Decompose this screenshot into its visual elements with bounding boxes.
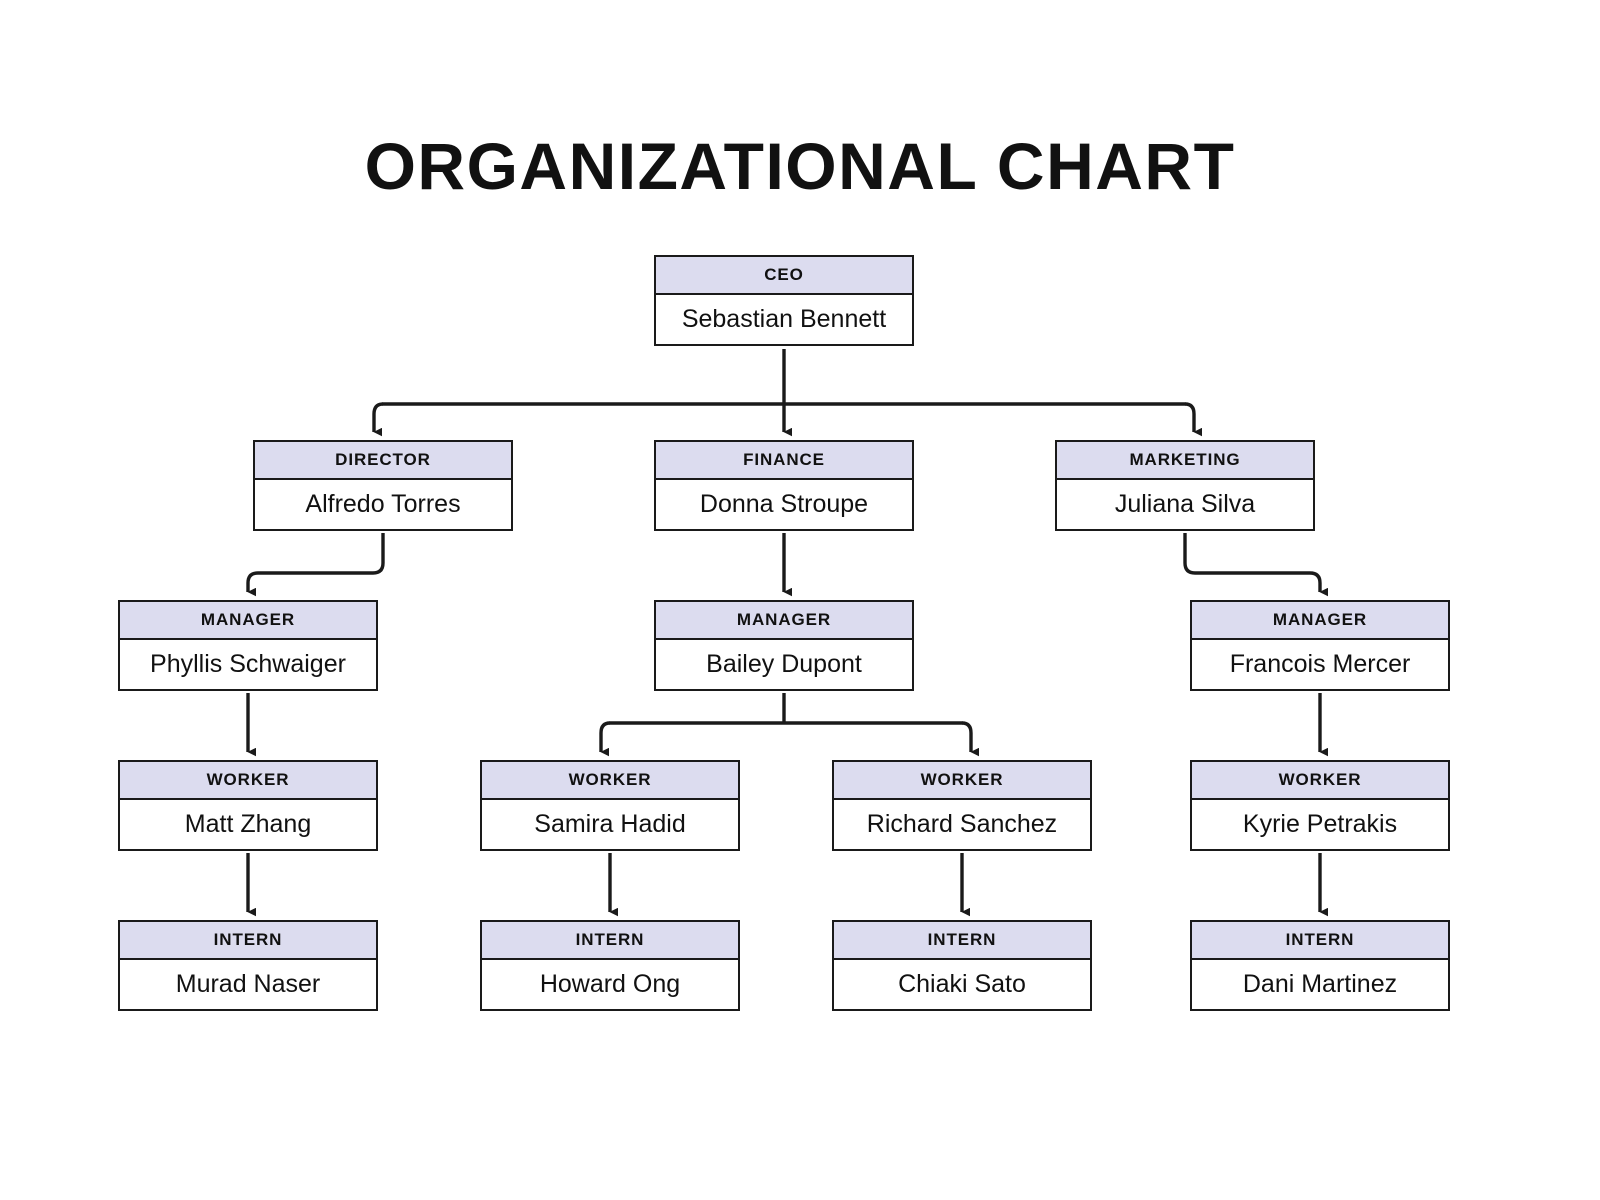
org-node-name: Dani Martinez — [1192, 960, 1448, 1009]
org-node-name: Francois Mercer — [1192, 640, 1448, 689]
edge-director-manager1 — [246, 533, 385, 597]
page-title: ORGANIZATIONAL CHART — [364, 129, 1236, 203]
org-node-role: MANAGER — [656, 602, 912, 640]
org-node-name: Samira Hadid — [482, 800, 738, 849]
org-node-role: INTERN — [120, 922, 376, 960]
org-node-name: Alfredo Torres — [255, 480, 511, 529]
org-node-role: CEO — [656, 257, 912, 295]
org-node-name: Murad Naser — [120, 960, 376, 1009]
org-node-role: WORKER — [120, 762, 376, 800]
org-node-role: MARKETING — [1057, 442, 1313, 480]
org-node-role: DIRECTOR — [255, 442, 511, 480]
org-node-name: Kyrie Petrakis — [1192, 800, 1448, 849]
org-node-role: INTERN — [482, 922, 738, 960]
edge-ceo-marketing — [1184, 402, 1202, 437]
org-node-name: Howard Ong — [482, 960, 738, 1009]
edge-manager2-worker3 — [961, 721, 979, 757]
org-node-role: INTERN — [1192, 922, 1448, 960]
edge-ceo-director — [372, 402, 384, 437]
org-node-name: Chiaki Sato — [834, 960, 1090, 1009]
edge-manager2-worker2 — [599, 721, 611, 757]
org-node-name: Phyllis Schwaiger — [120, 640, 376, 689]
org-node-name: Sebastian Bennett — [656, 295, 912, 344]
org-node-role: MANAGER — [120, 602, 376, 640]
org-node-role: WORKER — [1192, 762, 1448, 800]
org-node-name: Matt Zhang — [120, 800, 376, 849]
org-node-role: WORKER — [834, 762, 1090, 800]
org-node-name: Bailey Dupont — [656, 640, 912, 689]
org-node-role: MANAGER — [1192, 602, 1448, 640]
org-node-role: WORKER — [482, 762, 738, 800]
org-node-role: INTERN — [834, 922, 1090, 960]
org-node-name: Juliana Silva — [1057, 480, 1313, 529]
org-node-role: FINANCE — [656, 442, 912, 480]
org-node-name: Donna Stroupe — [656, 480, 912, 529]
edge-marketing-manager3 — [1183, 533, 1328, 597]
org-node-name: Richard Sanchez — [834, 800, 1090, 849]
